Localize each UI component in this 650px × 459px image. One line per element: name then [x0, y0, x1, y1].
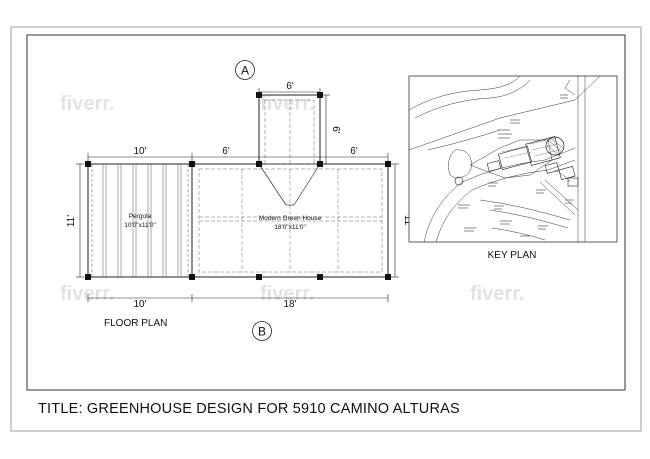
title-block: TITLE: GREENHOUSE DESIGN FOR 5910 CAMINO… — [38, 401, 460, 417]
watermark: fiverr. — [60, 93, 114, 115]
dim-height-left: 11' — [66, 215, 77, 227]
key-plan-linework — [408, 75, 601, 243]
dim-bottom-greenhouse: 18' — [283, 299, 296, 310]
greenhouse-name: Modern Green House — [259, 215, 322, 222]
dim-bump-width: 6' — [286, 81, 294, 92]
floor-plan-label: FLOOR PLAN — [104, 318, 167, 329]
dim-top-right-gap: 6' — [350, 146, 358, 157]
bump-out-outline — [258, 94, 321, 165]
key-plan-label: KEY PLAN — [488, 250, 537, 261]
key-plan-notes — [458, 94, 574, 237]
key-plan — [408, 75, 618, 243]
section-marker-a: A — [235, 60, 255, 80]
bump-out-grid — [264, 99, 315, 165]
dim-bump-depth: 6' — [330, 126, 341, 134]
pergola-outline — [87, 163, 193, 278]
dim-height-right: 11' — [402, 215, 413, 227]
greenhouse-size: 18'0"x11'0" — [274, 224, 306, 231]
greenhouse-inner-outline — [198, 168, 383, 273]
pergola-name: Pergola — [129, 213, 152, 220]
dim-top-pergola: 10' — [133, 146, 146, 157]
watermark: fiverr. — [260, 93, 314, 115]
section-marker-b: B — [252, 321, 272, 341]
pergola-slats — [91, 164, 189, 277]
dimension-texts: 10' 6' 6' 6' 6' 11' 11' 10' 18' — [66, 81, 413, 310]
dim-bottom-pergola: 10' — [133, 299, 146, 310]
columns — [85, 92, 391, 280]
watermark: fiverr. — [470, 283, 524, 305]
floor-plan — [76, 88, 399, 302]
pergola-size: 10'0"x11'0" — [124, 222, 156, 229]
key-plan-buildings — [454, 136, 579, 187]
roof-hip-lines — [258, 163, 321, 206]
room-labels: Pergola 10'0"x11'0" Modern Green House 1… — [124, 213, 321, 231]
dimension-lines — [76, 88, 399, 302]
section-marker-a-text: A — [241, 64, 249, 78]
watermark: fiverr. — [260, 283, 314, 305]
watermark: fiverr. — [60, 283, 114, 305]
outer-border — [10, 26, 642, 432]
section-marker-b-text: B — [258, 325, 266, 339]
dim-top-left-gap: 6' — [222, 146, 230, 157]
greenhouse-grid — [199, 169, 382, 272]
key-plan-frame — [408, 75, 618, 243]
inner-border — [26, 34, 626, 391]
